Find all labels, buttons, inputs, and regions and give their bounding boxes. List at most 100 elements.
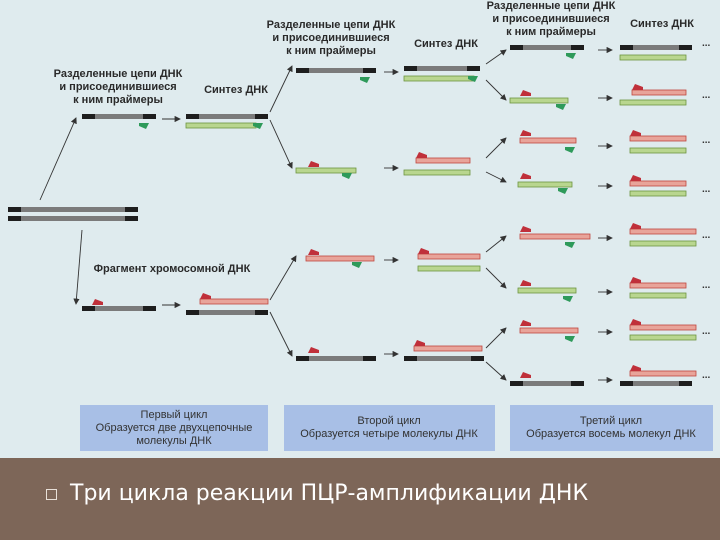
template-strand xyxy=(620,45,692,50)
template-strand xyxy=(510,45,584,50)
green-new-strand xyxy=(629,292,687,299)
slide-caption: Три цикла реакции ПЦР-амплификации ДНК xyxy=(70,481,589,506)
red-primer xyxy=(520,173,531,179)
green-primer xyxy=(565,147,575,153)
green-new-strand xyxy=(295,167,357,174)
red-primer xyxy=(520,226,531,232)
ellipsis-marker: ... xyxy=(702,38,711,49)
strands-layer xyxy=(8,45,697,386)
cycle-box-1: Первый цикл Образуется две двухцепочные … xyxy=(80,405,268,451)
ellipsis-marker: ... xyxy=(702,326,711,337)
red-primer xyxy=(414,340,425,346)
red-primer xyxy=(520,130,531,136)
red-primer xyxy=(630,175,641,181)
template-strand xyxy=(296,68,376,73)
red-new-strand xyxy=(629,180,687,187)
svg-text:и присоединившиеся: и присоединившиеся xyxy=(272,32,389,44)
arrow xyxy=(485,235,507,253)
red-new-strand xyxy=(629,135,687,142)
label-chromosome-fragment: Фрагмент хромосомной ДНК xyxy=(94,263,251,275)
ellipsis-marker: ... xyxy=(702,184,711,195)
red-new-strand xyxy=(631,89,687,96)
green-new-strand xyxy=(417,265,481,272)
ellipsis-marker: ... xyxy=(702,370,711,381)
red-primer xyxy=(520,372,531,378)
svg-text:Второй цикл: Второй цикл xyxy=(357,415,420,427)
red-new-strand xyxy=(415,157,471,164)
arrow xyxy=(485,361,507,381)
template-strand xyxy=(82,114,156,119)
red-primer xyxy=(308,347,319,353)
red-primer xyxy=(418,248,429,254)
arrow xyxy=(485,327,507,349)
svg-text:Разделенные цепи ДНК: Разделенные цепи ДНК xyxy=(487,0,616,12)
green-new-strand xyxy=(629,240,697,247)
pcr-diagram: Разделенные цепи ДНК и присоединившиеся … xyxy=(8,0,713,451)
red-new-strand xyxy=(199,298,269,305)
green-primer xyxy=(566,53,576,59)
template-strand xyxy=(620,381,692,386)
red-new-strand xyxy=(629,228,697,235)
svg-text:к ним праймеры: к ним праймеры xyxy=(506,26,596,38)
red-new-strand xyxy=(629,282,687,289)
green-new-strand xyxy=(629,190,687,197)
label-separated-primers-1: Разделенные цепи ДНК и присоединившиеся … xyxy=(54,68,183,106)
template-strand xyxy=(404,66,480,71)
red-primer xyxy=(630,277,641,283)
svg-text:и присоединившиеся: и присоединившиеся xyxy=(59,81,176,93)
svg-text:Разделенные цепи ДНК: Разделенные цепи ДНК xyxy=(54,68,183,80)
red-new-strand xyxy=(519,327,579,334)
red-new-strand xyxy=(629,370,697,377)
template-strand xyxy=(8,216,138,221)
red-primer xyxy=(308,249,319,255)
arrow xyxy=(269,255,297,301)
red-primer xyxy=(200,293,211,299)
template-strand xyxy=(296,356,376,361)
green-new-strand xyxy=(619,99,687,106)
svg-text:Образуется две двухцепочные: Образуется две двухцепочные xyxy=(96,422,253,434)
red-primer xyxy=(92,299,103,305)
green-new-strand xyxy=(517,181,573,188)
svg-text:и присоединившиеся: и присоединившиеся xyxy=(492,13,609,25)
svg-text:молекулы ДНК: молекулы ДНК xyxy=(136,435,212,447)
green-primer xyxy=(253,123,263,129)
red-primer xyxy=(630,319,641,325)
svg-text:Третий цикл: Третий цикл xyxy=(580,415,642,427)
svg-text:Разделенные цепи ДНК: Разделенные цепи ДНК xyxy=(267,19,396,31)
red-primer xyxy=(630,223,641,229)
svg-text:к ним праймеры: к ним праймеры xyxy=(73,94,163,106)
red-primer xyxy=(520,280,531,286)
green-new-strand xyxy=(509,97,569,104)
arrow xyxy=(39,117,77,201)
svg-text:Образуется четыре молекулы ДНК: Образуется четыре молекулы ДНК xyxy=(300,428,478,440)
template-strand xyxy=(82,306,156,311)
template-strand xyxy=(8,207,138,212)
green-primer xyxy=(556,104,566,110)
bullet-box-icon xyxy=(46,489,57,500)
green-new-strand xyxy=(403,75,475,82)
red-primer xyxy=(520,320,531,326)
label-synthesis-1: Синтез ДНК xyxy=(204,84,268,96)
arrows-layer xyxy=(39,46,613,384)
arrow xyxy=(269,311,293,357)
red-new-strand xyxy=(519,137,577,144)
green-new-strand xyxy=(517,287,577,294)
green-new-strand xyxy=(629,334,697,341)
arrow xyxy=(269,119,293,169)
label-separated-primers-2: Разделенные цепи ДНК и присоединившиеся … xyxy=(267,19,396,57)
ellipsis-marker: ... xyxy=(702,90,711,101)
green-primer xyxy=(342,173,352,179)
red-new-strand xyxy=(417,253,481,260)
cycle-box-3: Третий цикл Образуется восемь молекул ДН… xyxy=(510,405,713,451)
red-primer xyxy=(630,365,641,371)
arrow xyxy=(73,229,83,305)
arrow xyxy=(485,49,507,65)
label-separated-primers-3: Разделенные цепи ДНК и присоединившиеся … xyxy=(487,0,616,38)
ellipsis-marker: ... xyxy=(702,280,711,291)
green-new-strand xyxy=(619,54,687,61)
pcr-diagram-canvas: Разделенные цепи ДНК и присоединившиеся … xyxy=(8,0,713,451)
template-strand xyxy=(510,381,584,386)
svg-text:к ним праймеры: к ним праймеры xyxy=(286,45,376,57)
green-new-strand xyxy=(629,147,687,154)
green-new-strand xyxy=(403,169,471,176)
